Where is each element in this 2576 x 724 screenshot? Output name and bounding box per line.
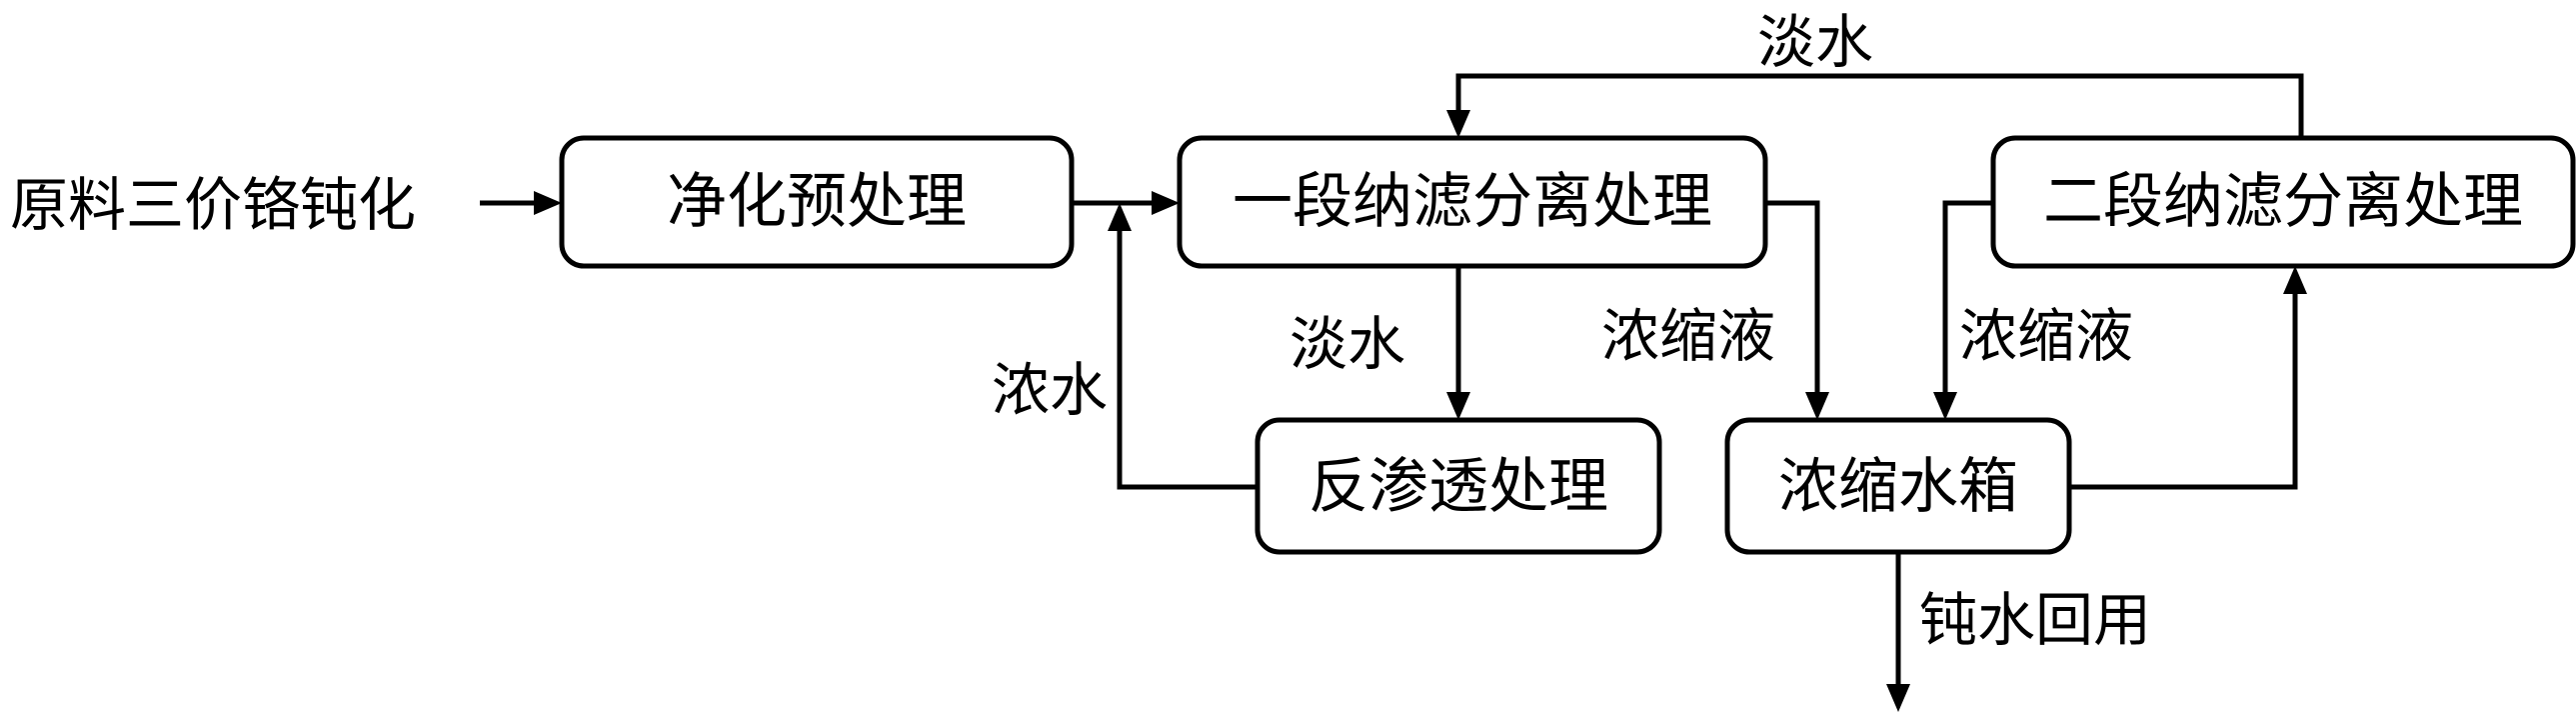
arrow-ro-return — [1117, 226, 1258, 490]
reverse-osmosis-label: 反渗透处理 — [1308, 452, 1608, 522]
fresh-water-mid-label: 淡水 — [1289, 310, 1405, 378]
arrowhead-tank-to-reuse — [1886, 684, 1910, 712]
fresh-water-top-label: 淡水 — [1757, 8, 1873, 76]
arrowhead-pretreatment-to-stage1 — [1152, 191, 1180, 215]
concentrate-stage1-label: 浓缩液 — [1601, 302, 1775, 370]
input-label: 原料三价铬钝化 — [10, 171, 416, 239]
pretreatment-label: 净化预处理 — [667, 167, 967, 237]
arrow-tank-to-stage2 — [2069, 288, 2298, 490]
stage1-nf-label: 一段纳滤分离处理 — [1233, 167, 1712, 237]
arrow-stage2-to-stage1-top — [1455, 73, 2304, 138]
arrowhead-tank-to-stage2 — [2283, 266, 2307, 294]
arrowhead-stage1-to-ro — [1446, 392, 1470, 420]
concentrated-water-label: 浓水 — [992, 356, 1108, 424]
reverse-osmosis-box: 反渗透处理 — [1255, 417, 1662, 555]
stage2-nf-box: 二段纳滤分离处理 — [1990, 135, 2576, 269]
concentrate-tank-box: 浓缩水箱 — [1724, 417, 2072, 555]
arrowhead-stage2-to-stage1-top — [1446, 110, 1470, 138]
stage1-nf-box: 一段纳滤分离处理 — [1177, 135, 1768, 269]
arrow-stage2-to-tank — [1942, 200, 1993, 398]
concentrate-stage2-label: 浓缩液 — [1959, 302, 2133, 370]
concentrate-tank-label: 浓缩水箱 — [1778, 452, 2018, 522]
stage2-nf-label: 二段纳滤分离处理 — [2043, 167, 2523, 237]
arrowhead-stage2-to-tank — [1933, 392, 1957, 420]
arrowhead-stage1-to-tank — [1805, 392, 1829, 420]
arrowhead-ro-return — [1108, 203, 1132, 231]
arrow-stage1-to-tank — [1765, 200, 1820, 398]
pretreatment-box: 净化预处理 — [559, 135, 1075, 269]
pure-water-reuse-label: 钝水回用 — [1919, 586, 2151, 654]
arrowhead-input-to-pretreatment — [534, 191, 562, 215]
